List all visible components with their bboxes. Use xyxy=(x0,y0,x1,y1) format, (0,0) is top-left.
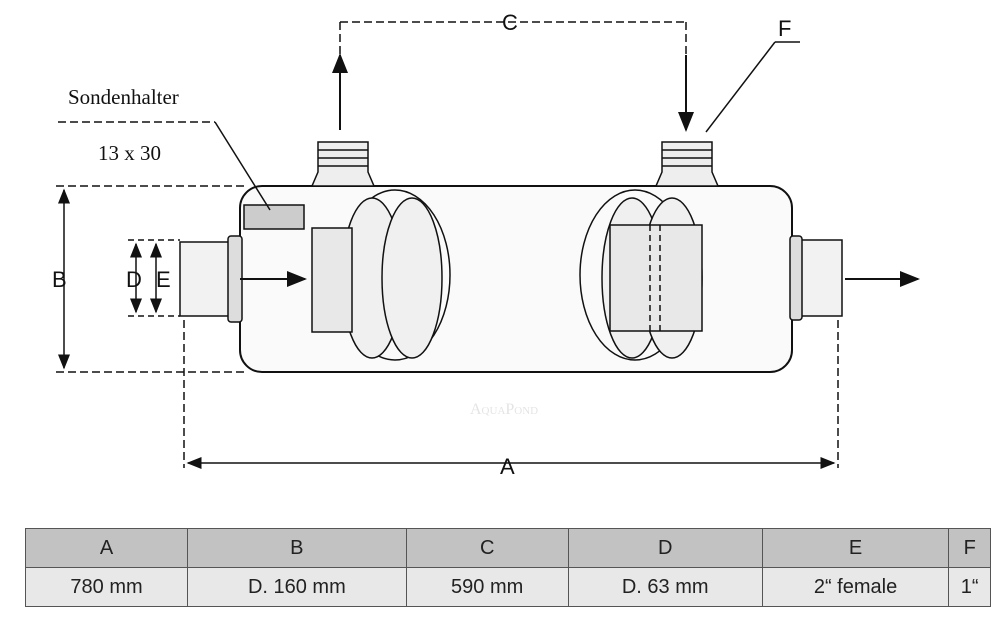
heat-exchanger-drawing: C F A B D E Sondenhalter 13 x 30 AquaPon… xyxy=(52,10,920,479)
inlet-pipe xyxy=(179,241,233,317)
table-header-row: A B C D E F xyxy=(24,528,991,568)
table-row: 780 mm D. 160 mm 590 mm D. 63 mm 2“ fema… xyxy=(24,567,991,607)
probe-holder-label: Sondenhalter xyxy=(68,85,179,109)
label-b: B xyxy=(52,267,67,292)
header-e: E xyxy=(761,528,950,568)
probe-holder xyxy=(243,204,305,230)
value-e: 2“ female xyxy=(761,567,950,607)
top-pipe-left xyxy=(310,141,376,187)
label-d: D xyxy=(126,267,142,292)
value-d: D. 63 mm xyxy=(567,567,763,607)
header-a: A xyxy=(24,528,189,568)
header-c: C xyxy=(405,528,569,568)
value-c: 590 mm xyxy=(405,567,569,607)
dimensions-table: A B C D E F 780 mm D. 160 mm 590 mm D. 6… xyxy=(24,528,991,607)
value-b: D. 160 mm xyxy=(187,567,407,607)
value-a: 780 mm xyxy=(24,567,189,607)
probe-size-label: 13 x 30 xyxy=(98,141,161,165)
header-b: B xyxy=(187,528,407,568)
value-f: 1“ xyxy=(948,567,991,607)
header-f: F xyxy=(948,528,991,568)
label-c: C xyxy=(502,10,518,35)
watermark: AquaPond xyxy=(470,401,538,418)
label-e: E xyxy=(156,267,171,292)
header-d: D xyxy=(567,528,763,568)
label-a: A xyxy=(500,454,515,479)
outlet-pipe xyxy=(799,239,843,317)
top-pipe-right xyxy=(654,141,720,187)
label-f: F xyxy=(778,16,791,41)
